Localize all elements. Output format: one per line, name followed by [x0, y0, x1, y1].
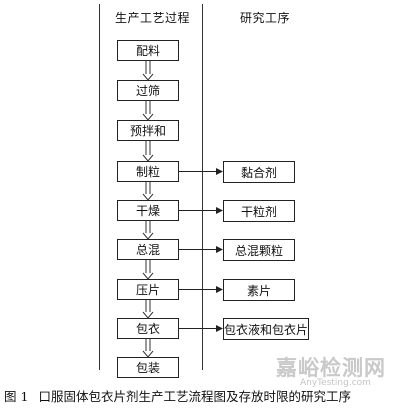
step-ingredients: 配料 [117, 40, 179, 61]
down-arrow [142, 182, 154, 201]
down-arrow [142, 141, 154, 162]
step-packaging: 包装 [117, 357, 179, 378]
step-tableting: 压片 [117, 279, 179, 300]
left-column-divider [99, 4, 100, 370]
down-arrow [142, 101, 154, 121]
step-sieving: 过筛 [117, 80, 179, 101]
research-binder: 黏合剂 [223, 161, 295, 183]
figure-number: 图 1 [4, 389, 29, 404]
watermark-logo-text: 嘉峪检测网 [276, 356, 386, 380]
figure-caption: 图 1 口服固体包衣片剂生产工艺流程图及存放时限的研究工序 [4, 386, 351, 405]
down-arrow [142, 61, 154, 81]
step-granulation: 制粒 [117, 161, 179, 182]
research-coating-solution-and-coated-tablets: 包衣液和包衣片 [223, 318, 309, 340]
research-column-header: 研究工序 [240, 11, 291, 25]
step-drying: 干燥 [117, 200, 179, 221]
step-coating: 包衣 [117, 318, 179, 339]
process-column-header: 生产工艺过程 [115, 11, 191, 25]
watermark-url: AnyTesting.com [300, 378, 371, 388]
down-arrow [142, 221, 154, 240]
down-arrow [142, 339, 154, 358]
down-arrow [142, 300, 154, 319]
step-premixing: 预拌和 [117, 120, 179, 141]
middle-column-divider [202, 4, 203, 370]
research-core-tablets: 素片 [223, 279, 295, 301]
figure-caption-text: 口服固体包衣片剂生产工艺流程图及存放时限的研究工序 [38, 389, 351, 404]
research-dry-granules: 干粒剂 [223, 200, 295, 222]
research-final-blend-granules: 总混颗粒 [223, 239, 295, 261]
down-arrow [142, 260, 154, 280]
step-final-blending: 总混 [117, 239, 179, 260]
